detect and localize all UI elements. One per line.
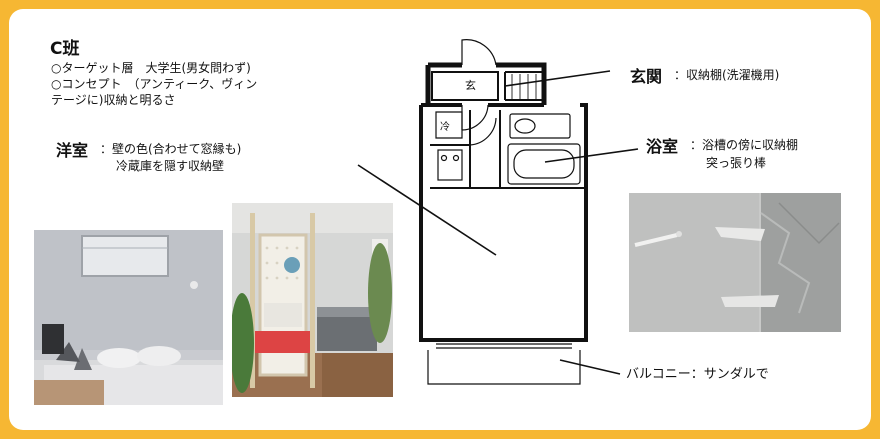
bathroom-shelf-photo [629,193,841,332]
plan-fridge-label: 冷 [440,122,450,133]
plan-entry-label: 玄 [465,79,476,92]
concept-line: ○コンセプト （アンティーク、ヴィン [51,77,258,91]
bath-desc: ：浴槽の傍に収納棚 [690,138,799,152]
balcony-label: バルコニー：サンダルで [626,367,769,382]
concept-line-2: テージに)収納と明るさ [51,93,176,107]
entrance-desc: ：収納棚(洗濯機用) [674,68,780,82]
entrance-label: 玄関 [630,67,663,86]
pegboard-room-photo [232,203,393,397]
bath-desc-2: 突っ張り棒 [706,156,767,170]
target-line: ○ターゲット層 大学生(男女問わず) [51,61,251,75]
bedroom-photo [34,230,223,405]
western-room-desc-2: 冷蔵庫を隠す収納壁 [116,159,225,173]
bath-label: 浴室 [646,137,679,156]
western-room-label: 洋室 [56,141,89,160]
western-room-desc: ：壁の色(合わせて窓縁も) [100,142,242,156]
group-title: C班 [50,39,80,59]
